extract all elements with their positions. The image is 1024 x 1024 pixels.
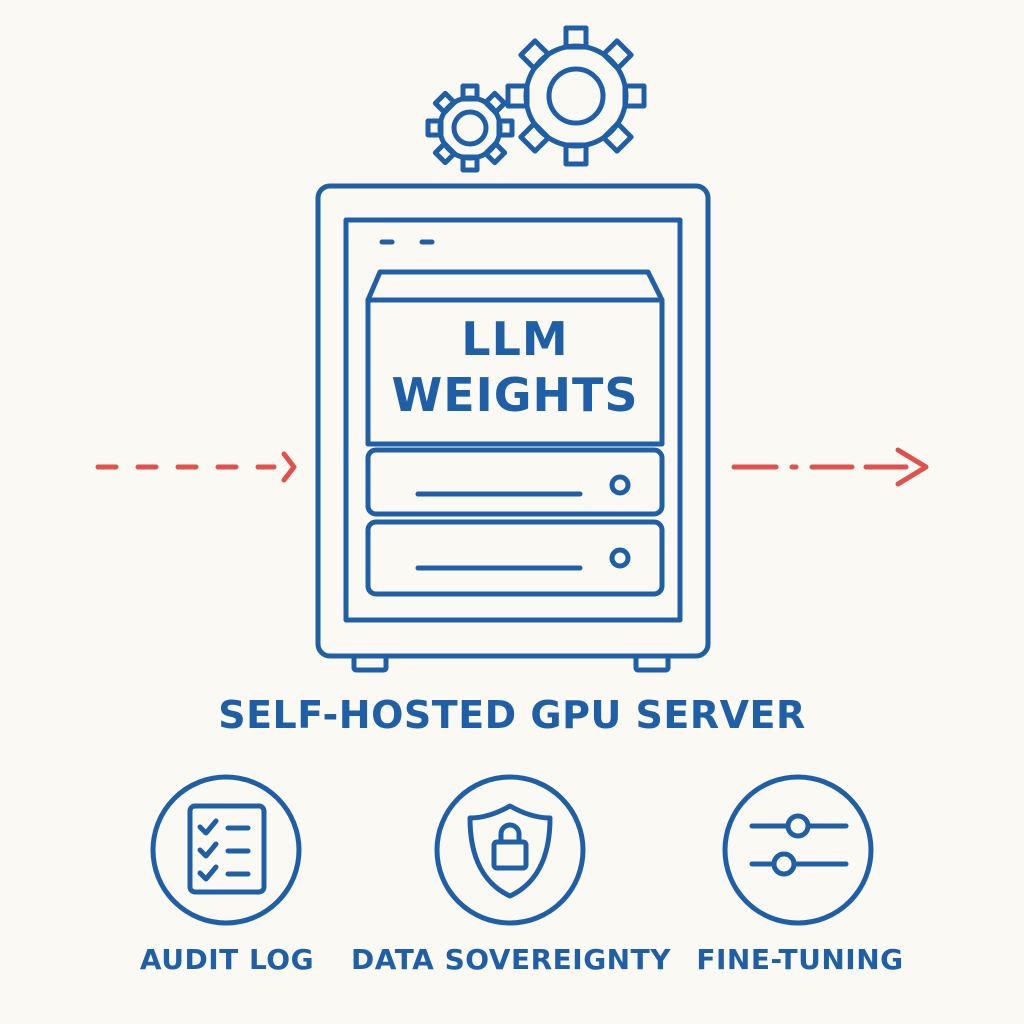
shield-lock-icon	[434, 774, 586, 926]
large-gear-icon	[505, 25, 647, 167]
incoming-arrow	[95, 451, 297, 483]
data-sovereignty-label: DATA SOVEREIGNTY	[351, 943, 671, 976]
drive-unit-2	[365, 519, 665, 597]
fine-tuning-label: FINE-TUNING	[696, 943, 904, 976]
outgoing-arrow	[731, 447, 929, 487]
llm-weights-box	[365, 269, 665, 447]
small-gear-icon	[425, 83, 515, 173]
server-foot-left	[351, 653, 389, 673]
audit-log-label: AUDIT LOG	[139, 943, 315, 976]
server-foot-right	[633, 653, 671, 673]
server-title: SELF-HOSTED GPU SERVER	[218, 693, 806, 737]
drive-unit-1	[365, 447, 665, 517]
server-cabinet-inner	[343, 217, 683, 623]
weights-label-line2: WEIGHTS	[391, 368, 639, 422]
audit-log-icon	[150, 774, 302, 926]
sliders-icon	[722, 774, 874, 926]
weights-label-line1: LLM	[461, 312, 569, 366]
server-cabinet-outer	[315, 183, 711, 659]
